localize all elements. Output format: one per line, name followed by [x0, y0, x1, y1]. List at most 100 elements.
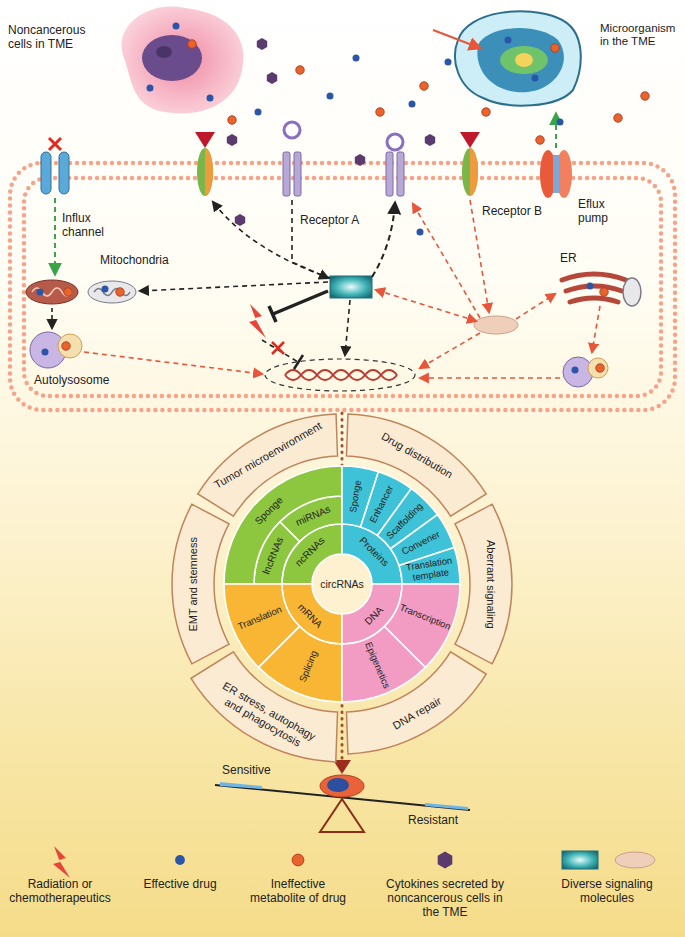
autolysosome — [58, 334, 82, 358]
pathway-arrows — [84, 352, 262, 374]
wheel-segment: Sponge — [346, 468, 366, 525]
endoplasmic-reticulum — [570, 298, 618, 302]
wheel-segment: miRNAs — [291, 502, 336, 530]
legend-entry: Diverse signaling molecules — [547, 878, 667, 906]
noncancerous-cell — [142, 35, 202, 81]
segment-text: Translation template — [401, 555, 460, 585]
metabolite-dot — [614, 114, 622, 122]
mitochondria — [94, 289, 130, 296]
segment-text: EMT and stemness — [187, 537, 200, 632]
label-text: Autolysosome — [34, 374, 109, 388]
legend-text: Diverse signaling molecules — [547, 878, 667, 906]
pathway-arrows — [294, 355, 303, 369]
drug-dot — [353, 55, 360, 62]
microorganism — [455, 11, 581, 105]
part-label: Receptor A — [300, 214, 380, 228]
cell-membrane — [10, 163, 675, 410]
influx-channel — [59, 152, 69, 194]
noncancerous-cell — [122, 7, 244, 114]
metabolite-dot — [551, 44, 559, 52]
outcome-band: DNA repair — [357, 675, 476, 751]
seesaw — [320, 799, 364, 832]
label-text: Microorganism in the TME — [600, 22, 680, 48]
seesaw — [327, 778, 349, 792]
cell-membrane — [24, 178, 661, 396]
cytokine-hexagon — [438, 852, 453, 869]
receptor-a — [294, 152, 301, 196]
dna-helix — [265, 359, 415, 391]
metabolite-dot — [228, 116, 236, 124]
metabolite-dot — [376, 108, 384, 116]
segment-text: mRNA — [296, 601, 325, 630]
drug-dot — [417, 229, 424, 236]
drug-dot — [173, 23, 180, 30]
seesaw — [220, 782, 262, 789]
pathway-arrows — [269, 306, 276, 322]
endoplasmic-reticulum — [562, 274, 626, 280]
microorganism — [433, 30, 480, 48]
pathway-arrows — [516, 294, 555, 319]
legend-entry: Cytokines secreted by noncancerous cells… — [380, 878, 510, 919]
segment-text: Enhancer — [368, 484, 396, 525]
seesaw — [425, 803, 468, 810]
drug-dot — [255, 109, 262, 116]
drug-dot — [572, 367, 579, 374]
wheel-segment — [224, 466, 342, 584]
label-text: Mitochondria — [100, 254, 169, 268]
segment-text: lncRNAs — [261, 536, 286, 576]
metabolite-dot — [641, 92, 649, 100]
segment-text: Convener — [400, 529, 442, 557]
endoplasmic-reticulum — [562, 274, 641, 306]
wheel-segment — [342, 626, 425, 702]
wheel-segment: ncRNAs — [291, 532, 330, 571]
wheel-segment: Sponge — [244, 486, 295, 537]
microorganism — [433, 11, 581, 105]
metabolite-dot — [536, 136, 544, 144]
pathway-arrows — [376, 290, 476, 321]
receptor-b — [470, 148, 478, 196]
influx-channel — [49, 138, 61, 150]
radiation-bolt — [249, 304, 266, 338]
outcome-band: ER stress, autophagy and phagocytosis — [207, 676, 324, 758]
legend-entry: Radiation or chemotherapeutics — [5, 878, 115, 906]
receptor-left — [197, 148, 213, 196]
outcome-band: Aberrant signaling — [485, 519, 498, 649]
wheel-segment: mRNA — [292, 597, 328, 633]
wheel-segment: Splicing — [293, 638, 324, 694]
autolysosome — [588, 358, 608, 378]
receptor-left — [195, 132, 215, 196]
influx-channel — [54, 198, 56, 274]
endoplasmic-reticulum — [623, 278, 641, 306]
wheel-segment: DNA — [356, 597, 392, 633]
segment-text: ncRNAs — [293, 535, 327, 569]
legend-text: Ineffective metabolite of drug — [243, 878, 353, 906]
segment-text: DNA repair — [390, 694, 443, 732]
pathway-arrows — [52, 200, 600, 378]
drug-dot — [207, 95, 214, 102]
outcome-band — [455, 504, 512, 664]
seesaw — [320, 775, 364, 797]
label-text: ER — [560, 252, 577, 266]
outcome-band: Tumor microenvironment — [208, 417, 327, 493]
dna-helix — [285, 370, 397, 380]
wheel-segment: lncRNAs — [260, 533, 287, 578]
label-text: Resistant — [408, 814, 458, 828]
pathway-arrows — [262, 340, 298, 362]
cytokine-hexagon — [227, 134, 237, 146]
receptor-left — [205, 148, 213, 196]
drug-dot — [557, 119, 564, 126]
pathway-arrows — [420, 377, 560, 379]
drug-dot — [532, 75, 539, 82]
mitochondria — [88, 281, 136, 303]
pathway-arrows — [273, 291, 328, 314]
cytokine-hexagon — [267, 72, 277, 84]
legend-text: Radiation or chemotherapeutics — [5, 878, 115, 906]
signal-ellipse — [615, 852, 655, 868]
receptor-a — [283, 152, 290, 196]
label-text: Receptor A — [300, 214, 359, 228]
metabolite-dot — [292, 854, 304, 866]
receptor-a — [283, 122, 404, 196]
metabolite-dot — [420, 82, 428, 90]
part-label: Autolysosome — [34, 374, 134, 388]
part-label: Receptor B — [482, 205, 562, 219]
